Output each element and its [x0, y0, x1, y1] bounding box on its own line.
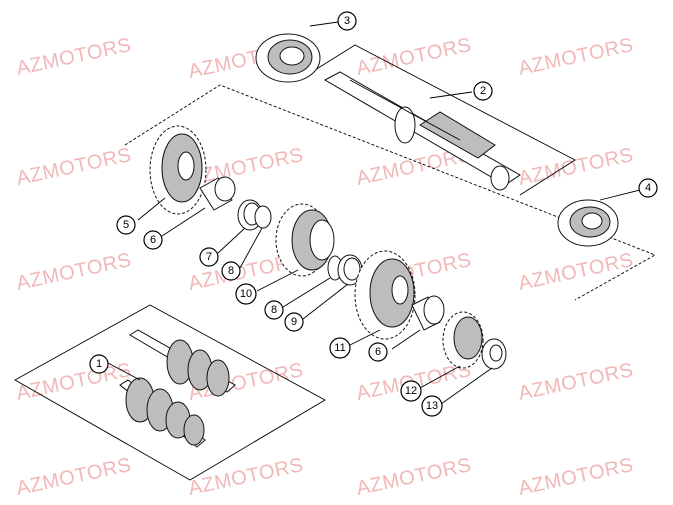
callout-6-second: 6 [368, 342, 388, 362]
callout-label: 13 [426, 400, 438, 412]
callout-8-second: 8 [264, 300, 284, 320]
watermark: AZMOTORS [354, 454, 473, 500]
gear-11 [354, 250, 416, 340]
callout-1: 1 [89, 354, 109, 374]
callout-2: 2 [473, 81, 493, 101]
gear-5 [149, 125, 207, 215]
gear-10 [275, 203, 335, 277]
callouts: 3 2 4 5 6 7 8 10 [89, 11, 658, 417]
callout-label: 12 [405, 385, 417, 397]
watermark: AZMOTORS [516, 34, 635, 80]
circlip-8 [254, 205, 272, 229]
callout-label: 4 [645, 182, 651, 194]
callout-label: 11 [334, 342, 345, 354]
watermark: AZMOTORS [516, 454, 635, 500]
bushing-6 [199, 176, 236, 211]
callout-label: 1 [96, 358, 102, 370]
callout-label: 6 [150, 234, 156, 246]
callout-13: 13 [421, 395, 443, 417]
watermark: AZMOTORS [354, 34, 473, 80]
bearing-right [557, 199, 619, 247]
watermark: AZMOTORS [14, 359, 133, 405]
callout-12: 12 [400, 380, 422, 402]
main-group-frame [124, 84, 657, 301]
watermark: AZMOTORS [516, 359, 635, 405]
callout-10: 10 [235, 283, 257, 305]
watermark: AZMOTORS [186, 454, 305, 500]
callout-label: 2 [480, 85, 486, 97]
callout-label: 3 [344, 15, 350, 27]
bushing-6-second [411, 295, 445, 331]
callout-8: 8 [221, 261, 241, 281]
callout-11: 11 [329, 337, 351, 359]
callout-label: 7 [206, 251, 212, 263]
watermark: AZMOTORS [14, 454, 133, 500]
callout-5: 5 [116, 215, 136, 235]
watermark: AZMOTORS [14, 249, 133, 295]
watermark: AZMOTORS [516, 249, 635, 295]
callout-4: 4 [638, 178, 658, 198]
callout-3: 3 [337, 11, 357, 31]
watermark-layer: AZMOTORS AZMOTORS AZMOTORS AZMOTORS AZMO… [14, 34, 635, 500]
watermark: AZMOTORS [14, 144, 133, 190]
callout-label: 5 [123, 219, 129, 231]
callout-label: 6 [375, 346, 381, 358]
callout-label: 8 [271, 304, 277, 316]
callout-7: 7 [199, 247, 219, 267]
callout-6: 6 [143, 230, 163, 250]
gear-12 [442, 311, 484, 369]
watermark: AZMOTORS [14, 34, 133, 80]
assembly-inset-frame [14, 304, 326, 481]
gearbox-assembly [119, 329, 236, 448]
washer-13 [481, 338, 507, 370]
leader-lines [107, 21, 641, 405]
callout-label: 8 [228, 265, 234, 277]
bearing-top [255, 33, 321, 83]
callout-9: 9 [284, 312, 304, 332]
watermark: AZMOTORS [516, 144, 635, 190]
main-shaft [323, 71, 521, 191]
shaft-group-frame [314, 44, 576, 196]
callout-label: 9 [291, 316, 297, 328]
callout-label: 10 [240, 288, 252, 300]
